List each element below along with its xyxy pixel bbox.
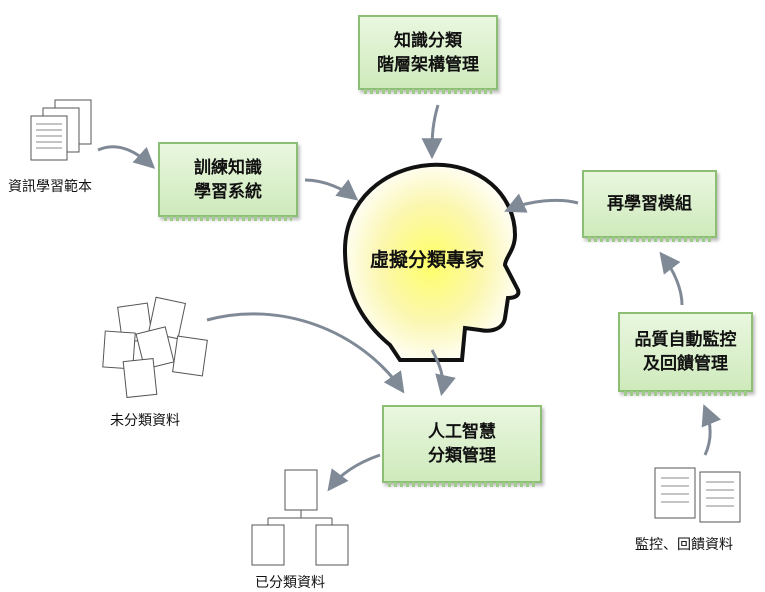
- unclassified-documents-icon: [102, 296, 208, 399]
- learning-samples-label: 資訊學習範本: [8, 179, 92, 195]
- classified-documents-icon: [251, 469, 349, 566]
- learning-samples-document-icon: [30, 99, 92, 161]
- arrow-head-to-ai: [430, 349, 456, 397]
- ai-classification-box: 人工智慧 分類管理: [382, 405, 542, 487]
- training-system-line-1: 訓練知識: [194, 157, 262, 178]
- relearn-module-line-1: 再學習模組: [607, 194, 692, 214]
- ai-classification-line-2: 分類管理: [428, 446, 496, 466]
- knowledge-hierarchy-box: 知識分類 階層架構管理: [358, 15, 498, 94]
- monitor-feedback-documents-icon: [654, 467, 741, 523]
- monitor-feedback-data-label: 監控、回饋資料: [635, 537, 733, 553]
- quality-monitor-line-1: 品質自動監控: [634, 330, 737, 350]
- arrow-knowledge-to-head: [421, 104, 443, 160]
- arrow-ai-to-classified: [327, 453, 381, 492]
- ai-classification-line-1: 人工智慧: [428, 422, 496, 442]
- arrow-feedback-to-quality: [701, 404, 722, 456]
- virtual-classification-expert-label: 虛擬分類專家: [370, 249, 485, 271]
- relearn-module-box: 再學習模組: [582, 170, 717, 242]
- arrow-training-to-head: [304, 178, 359, 201]
- knowledge-hierarchy-line-1: 知識分類: [394, 30, 462, 51]
- arrow-relearn-to-head: [504, 193, 579, 213]
- head-silhouette: [342, 162, 521, 362]
- training-system-box: 訓練知識 學習系統: [158, 142, 298, 221]
- quality-monitor-box: 品質自動監控 及回饋管理: [618, 312, 753, 396]
- training-system-line-2: 學習系統: [194, 181, 262, 202]
- classified-data-label: 已分類資料: [255, 575, 325, 591]
- knowledge-hierarchy-line-2: 階層架構管理: [377, 54, 479, 75]
- arrow-quality-to-relearn: [659, 251, 684, 306]
- arrow-unclassified-to-ai: [206, 312, 405, 394]
- quality-monitor-line-2: 及回饋管理: [643, 354, 728, 374]
- unclassified-data-label: 未分類資料: [110, 413, 180, 429]
- arrow-samples-to-training: [97, 145, 156, 169]
